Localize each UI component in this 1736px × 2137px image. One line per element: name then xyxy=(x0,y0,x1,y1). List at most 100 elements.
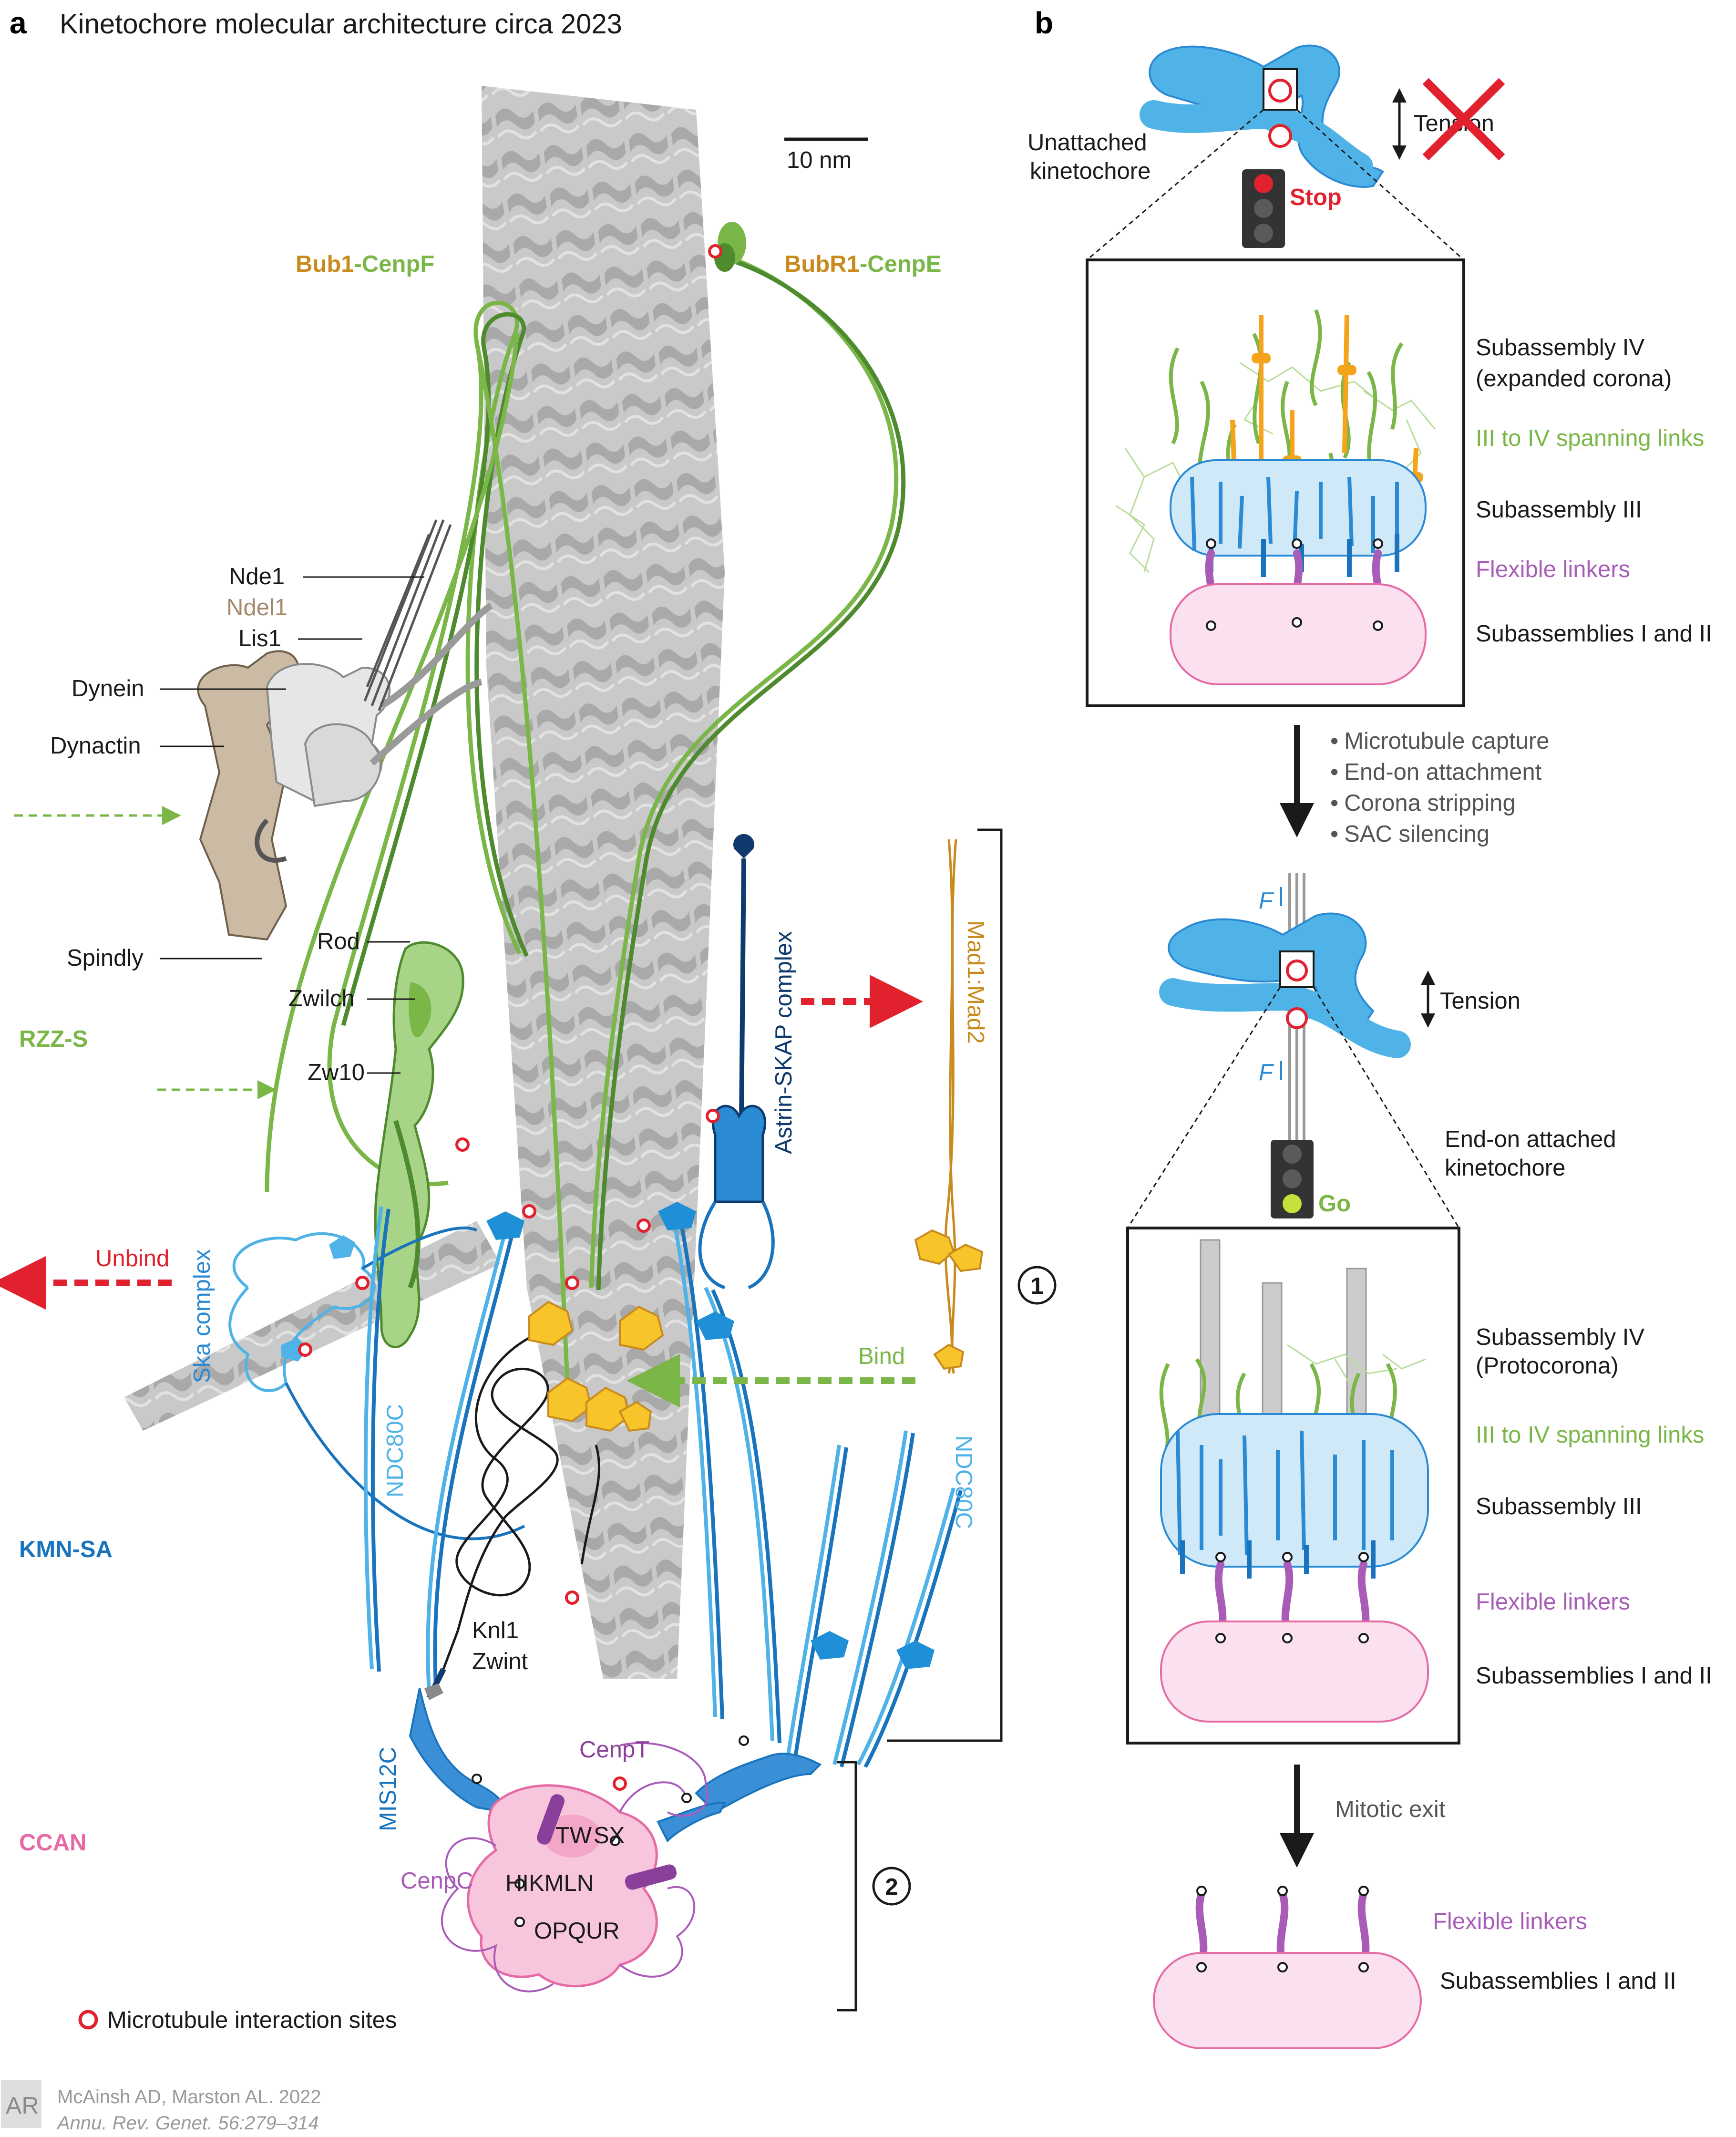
label-unbind: Unbind xyxy=(95,1246,169,1271)
zw10-core xyxy=(393,1120,421,1289)
label-go: Go xyxy=(1318,1191,1351,1217)
step-4-bullet: • xyxy=(1330,821,1338,847)
subassembly-12-box-3 xyxy=(1153,1952,1422,2049)
legend-icon xyxy=(78,2010,98,2030)
mad2-blobs xyxy=(914,1229,984,1370)
step-3: •Corona stripping xyxy=(1330,790,1516,816)
mt-interaction-sites xyxy=(298,244,722,1791)
stop-light-amber xyxy=(1254,199,1273,218)
label-dash-2: - xyxy=(860,251,867,277)
dynein-shape-2 xyxy=(304,723,381,807)
attached-kt-2 xyxy=(1286,1007,1308,1029)
ndc80-dark-2 xyxy=(1180,1540,1376,1579)
astrin-arms xyxy=(698,1201,775,1290)
label-mis12c: MIS12C xyxy=(375,1747,401,1831)
stop-light-red xyxy=(1254,174,1273,193)
zoom-line-2b xyxy=(1313,987,1460,1229)
dynactin-arm xyxy=(255,818,287,863)
protocorona-network xyxy=(1287,1344,1426,1383)
label-bubr1: BubR1 xyxy=(784,251,860,277)
dynein-stalk-1 xyxy=(380,603,493,709)
label-endon-1: End-on attached xyxy=(1445,1126,1616,1152)
legend-label: Microtubule interaction sites xyxy=(107,2007,397,2033)
label-sub4-expanded-2: (expanded corona) xyxy=(1476,366,1672,392)
cenpt-loop xyxy=(619,1742,709,1817)
cross-icon xyxy=(1422,78,1505,161)
panel-b-letter: b xyxy=(1035,6,1053,40)
step-3-bullet: • xyxy=(1330,790,1338,816)
mis12c-branches xyxy=(409,1688,822,1843)
astrin-stalk xyxy=(739,858,746,1121)
astrin-body xyxy=(711,1105,767,1203)
stop-light-green xyxy=(1254,224,1273,243)
label-force-up: F xyxy=(1259,888,1274,914)
ndc80-links-2 xyxy=(1176,1430,1394,1555)
zoom-line-1b xyxy=(1296,109,1465,261)
step-1: •Microtubule capture xyxy=(1330,728,1550,754)
label-stop: Stop xyxy=(1290,185,1342,210)
ccan-tw xyxy=(544,1815,601,1858)
label-zw10: Zw10 xyxy=(308,1060,365,1085)
zoom-line-1a xyxy=(1087,109,1264,261)
step-4-text: SAC silencing xyxy=(1344,821,1489,847)
step-2-bullet: • xyxy=(1330,759,1338,785)
label-mitotic-exit: Mitotic exit xyxy=(1335,1796,1446,1822)
label-bub1-cenpf: Bub1-CenpF xyxy=(296,251,434,277)
cenpt-dark-2 xyxy=(537,1794,565,1845)
label-bub1: Bub1 xyxy=(296,251,354,277)
bracket-2-badge xyxy=(872,1867,911,1906)
label-opqur: OPQUR xyxy=(534,1918,620,1944)
label-cenpe: CenpE xyxy=(867,251,941,277)
bracket-2-label: 2 xyxy=(885,1874,898,1900)
label-dash-1: - xyxy=(354,251,362,277)
go-light-red xyxy=(1283,1145,1302,1164)
label-force-up-symbol: F xyxy=(1259,888,1274,914)
go-light-green xyxy=(1283,1194,1302,1213)
label-endon-2: kinetochore xyxy=(1445,1155,1565,1181)
label-ndc80c-right: NDC80C xyxy=(951,1435,976,1529)
step-4: •SAC silencing xyxy=(1330,821,1489,847)
label-sub4-expanded-1: Subassembly IV xyxy=(1476,335,1644,361)
rzz-complex xyxy=(374,941,464,1349)
microtubule-diagonal xyxy=(124,1221,501,1431)
label-nde1: Nde1 xyxy=(229,564,285,589)
label-ndel1: Ndel1 xyxy=(226,595,288,620)
label-sub12-2: Subassemblies I and II xyxy=(1476,1663,1712,1689)
ska-head-2 xyxy=(281,1338,308,1362)
label-cenpf: CenpF xyxy=(362,251,434,277)
label-astrin-skap: Astrin-SKAP complex xyxy=(771,931,797,1155)
corona-fibrous-proteins xyxy=(265,255,906,1383)
label-dynactin: Dynactin xyxy=(50,733,141,759)
bracket-1 xyxy=(887,828,1003,1742)
panel-a-title: Kinetochore molecular architecture circa… xyxy=(60,9,622,40)
label-sub4-proto-1: Subassembly IV xyxy=(1476,1324,1644,1350)
footer-journal: Annu. Rev. Genet. 56:279–314 xyxy=(56,2113,319,2134)
label-sub4-proto-2: (Protocorona) xyxy=(1476,1353,1619,1379)
step-3-text: Corona stripping xyxy=(1344,790,1516,816)
label-hikmln: HIKMLN xyxy=(505,1870,594,1896)
label-kmn-sa: KMN-SA xyxy=(19,1537,113,1562)
label-flex-1: Flexible linkers xyxy=(1476,557,1630,582)
scale-bar-label: 10 nm xyxy=(787,147,852,173)
step-1-bullet: • xyxy=(1330,728,1338,754)
label-tw: TW xyxy=(555,1823,592,1848)
footer-citation: McAinsh AD, Marston AL. 2022 xyxy=(57,2086,321,2107)
label-spanning-2: III to IV spanning links xyxy=(1476,1422,1704,1448)
label-lis1: Lis1 xyxy=(238,626,281,651)
unattached-chromosome-2 xyxy=(1140,100,1373,181)
link-termini-1 xyxy=(1206,538,1383,631)
label-force-down-symbol: F xyxy=(1259,1060,1274,1085)
dynactin-shape xyxy=(197,650,300,941)
nde1-ndel1-coils xyxy=(363,519,452,711)
label-unattached-2: kinetochore xyxy=(1030,158,1150,184)
ska-head-1 xyxy=(329,1235,355,1259)
knl1-disordered xyxy=(442,1334,601,1670)
microtubule-main xyxy=(482,86,725,1679)
subassembly-3-box-2 xyxy=(1160,1413,1429,1568)
label-spanning-1: III to IV spanning links xyxy=(1476,425,1704,451)
label-ccan: CCAN xyxy=(19,1830,87,1856)
dynein-stalk-2 xyxy=(370,679,483,766)
ar-logo-text: AR xyxy=(6,2092,39,2119)
label-mad1-mad2: Mad1:Mad2 xyxy=(963,920,988,1044)
